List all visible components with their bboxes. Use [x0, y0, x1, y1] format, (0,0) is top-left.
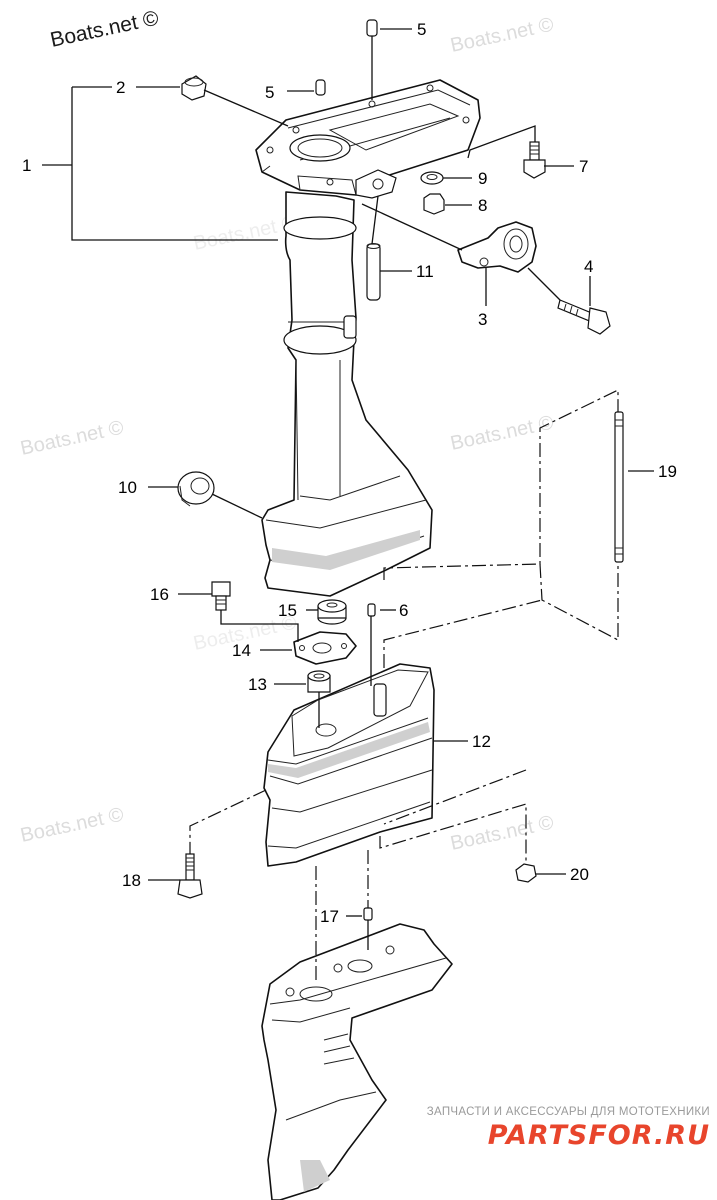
- bolt-part-4: [557, 299, 611, 335]
- footer-caption: ЗАПЧАСТИ И АКСЕССУАРЫ ДЛЯ МОТОТЕХНИКИ: [426, 1106, 710, 1118]
- bolt-part-16: [211, 581, 231, 611]
- boats-net-watermark: Boats.net ©: [18, 417, 125, 460]
- callout-3: 3: [478, 310, 487, 329]
- callout-11: 11: [416, 262, 434, 281]
- clamp-bracket-part-3: [457, 221, 537, 273]
- plug-part-2: [181, 75, 207, 101]
- lower-gear-case: [261, 923, 453, 1200]
- callout-14: 14: [232, 641, 251, 660]
- callout-5-lower: 5: [265, 83, 274, 102]
- callout-2: 2: [116, 78, 125, 97]
- callout-5-upper: 5: [417, 20, 426, 39]
- callout-12: 12: [472, 732, 491, 751]
- nut-part-20: [515, 863, 537, 883]
- callout-16: 16: [150, 585, 169, 604]
- callout-17: 17: [320, 907, 339, 926]
- callout-10: 10: [118, 478, 137, 497]
- boats-net-watermark: Boats.net ©: [448, 812, 555, 855]
- callout-15: 15: [278, 601, 297, 620]
- boats-net-watermark: Boats.net ©: [48, 6, 161, 51]
- pin-part-11: [366, 243, 381, 301]
- mount-part-15: [317, 599, 347, 625]
- bolt-part-18: [177, 853, 203, 899]
- pin-part-17: [363, 907, 373, 921]
- callout-9: 9: [478, 169, 487, 188]
- phantom-lines: [189, 389, 619, 984]
- bushing-part-13: [307, 670, 331, 693]
- callout-8: 8: [478, 196, 487, 215]
- boats-net-watermark: Boats.net ©: [191, 212, 298, 255]
- callout-labels: 1 2 3 4 5 5 6 7 8 9 10 11 12 13 14 15 16…: [22, 20, 677, 926]
- pin-part-6: [367, 603, 376, 617]
- boats-net-watermark: Boats.net ©: [448, 14, 555, 57]
- partsfor-logo: PARTSFOR.RU: [487, 1120, 710, 1151]
- callout-19: 19: [658, 462, 677, 481]
- callout-7: 7: [579, 157, 588, 176]
- callout-6: 6: [399, 601, 408, 620]
- plate-part-14: [293, 631, 357, 665]
- stud-part-19: [614, 411, 624, 563]
- callout-4: 4: [584, 257, 593, 276]
- callout-1: 1: [22, 156, 31, 175]
- boats-net-watermark: Boats.net ©: [18, 804, 125, 847]
- pin-part-5-upper: [366, 19, 378, 37]
- pin-part-5-lower: [315, 79, 326, 96]
- partsfor-footer-watermark: ЗАПЧАСТИ И АКСЕССУАРЫ ДЛЯ МОТОТЕХНИКИ PA…: [400, 1098, 710, 1158]
- callout-20: 20: [570, 865, 589, 884]
- grommet-part-10: [177, 471, 215, 507]
- upper-casing-part-1: [255, 79, 481, 597]
- bolt-part-7: [523, 141, 546, 179]
- lower-casing-part-12: [263, 663, 435, 867]
- callout-18: 18: [122, 871, 141, 890]
- leader-lines: [42, 28, 654, 950]
- washer-part-9: [420, 171, 444, 185]
- nut-part-8: [423, 193, 445, 215]
- callout-13: 13: [248, 675, 267, 694]
